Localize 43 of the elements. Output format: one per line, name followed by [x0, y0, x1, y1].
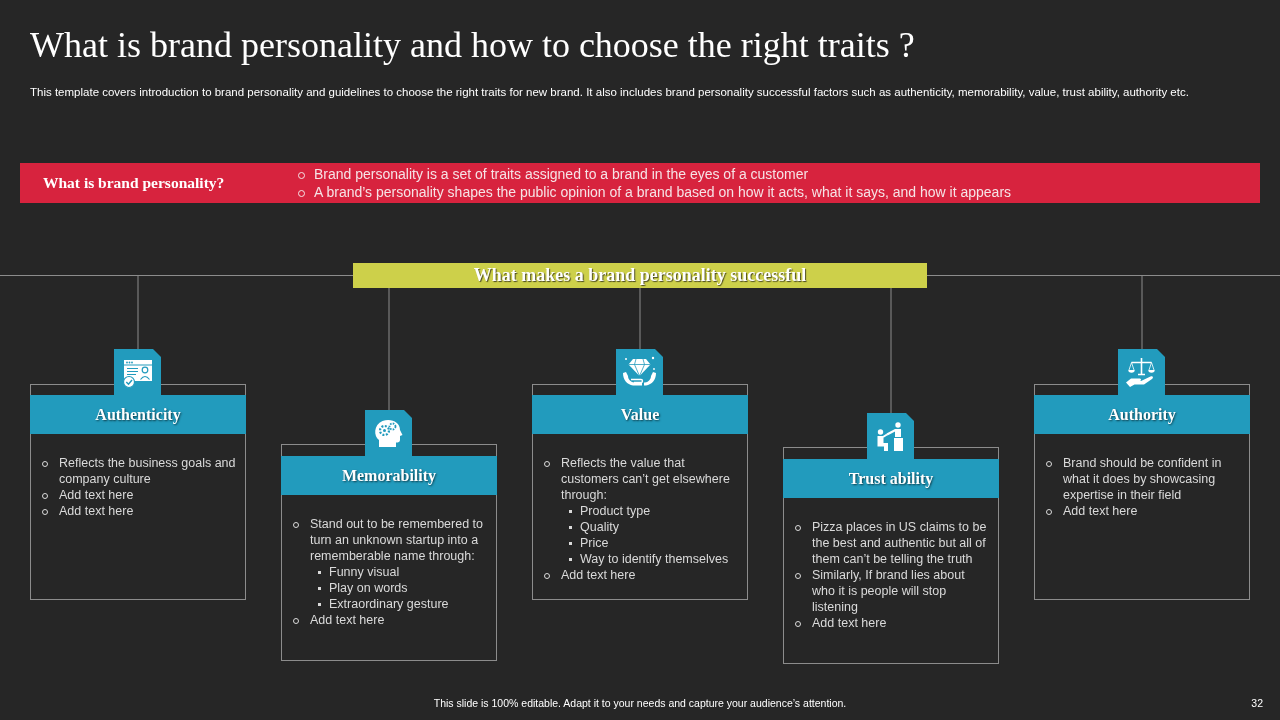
- bullet-item: Add text here: [40, 487, 236, 503]
- connector-line: [388, 287, 390, 411]
- sub-bullet-item: Play on words: [310, 580, 487, 596]
- bullet-item: Reflects the business goals and company culture: [40, 455, 236, 487]
- card-heading: Value: [532, 395, 748, 434]
- card-heading: Memorability: [281, 456, 497, 495]
- slide-subtitle: This template covers introduction to brand personality and guidelines to choose the right traits for new brand. It also includes brand personality successful factors such as authenticity, memorability, value, trust ability, authority etc.: [30, 85, 1189, 99]
- card-heading: Trust ability: [783, 459, 999, 498]
- bullet-item: Pizza places in US claims to be the best and authentic but all of them can’t be telling the truth: [793, 519, 989, 567]
- bullet-item: Similarly, If brand lies about who it is people will stop listening: [793, 567, 989, 615]
- connector-line: [890, 287, 892, 414]
- bullet-item: Add text here: [291, 612, 487, 628]
- sub-bullet-item: Funny visual: [310, 564, 487, 580]
- footer-note: This slide is 100% editable. Adapt it to your needs and capture your audience’s attention.: [433, 697, 847, 710]
- card: [30, 349, 246, 600]
- card-heading: Authority: [1034, 395, 1250, 434]
- card: [783, 413, 999, 664]
- sub-bullet-item: Quality: [561, 519, 738, 535]
- card: [1034, 349, 1250, 600]
- bullet-item: Add text here: [793, 615, 989, 631]
- bullet-item: Stand out to be remembered to turn an unknown startup into a rememberable name through:: [291, 516, 487, 564]
- card: [532, 349, 748, 600]
- bullet-item: Reflects the value that customers can’t get elsewhere through:: [542, 455, 738, 503]
- connector-line: [926, 275, 1143, 350]
- bullet-item: Add text here: [1044, 503, 1240, 519]
- header-bar: What makes a brand personality successful: [353, 263, 927, 288]
- sub-bullet-item: Product type: [561, 503, 738, 519]
- sub-bullet-item: Price: [561, 535, 738, 551]
- card: [281, 410, 497, 661]
- sub-bullet-item: Extraordinary gesture: [310, 596, 487, 612]
- bullet-item: Add text here: [542, 567, 738, 583]
- banner: [20, 163, 1260, 203]
- bullet-item: A brand’s personality shapes the public opinion of a brand based on how it acts, what it says, and how it appears: [297, 183, 1012, 201]
- bullet-item: Brand should be confident in what it does by showcasing expertise in their field: [1044, 455, 1240, 503]
- connector-line: [639, 287, 641, 350]
- bullet-item: Add text here: [40, 503, 236, 519]
- sub-bullet-item: Way to identify themselves: [561, 551, 738, 567]
- connector-line: [137, 275, 354, 350]
- banner-heading: What is brand personality?: [43, 173, 225, 193]
- page-number: 32: [1251, 697, 1263, 710]
- bullet-item: Brand personality is a set of traits assigned to a brand in the eyes of a customer: [297, 165, 1012, 183]
- slide-title: What is brand personality and how to choose the right traits ?: [30, 24, 915, 66]
- card-heading: Authenticity: [30, 395, 246, 434]
